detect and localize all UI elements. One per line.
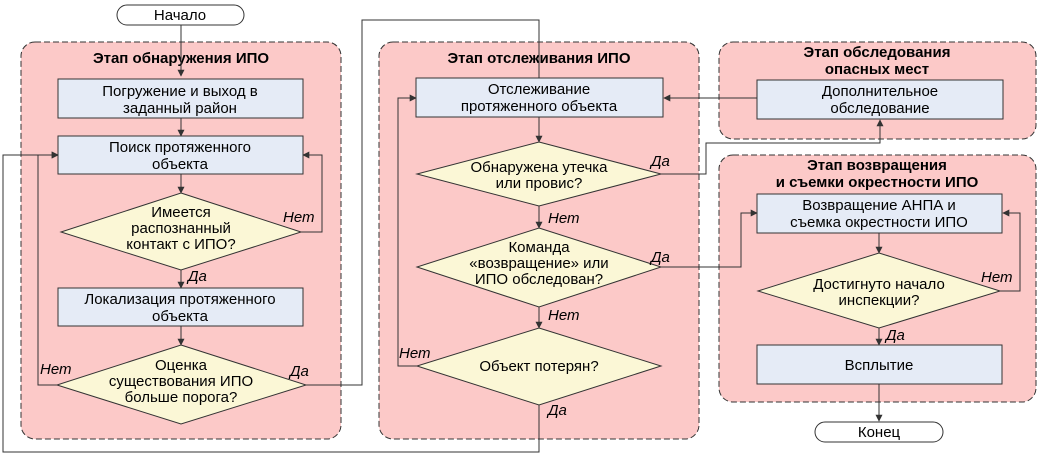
process-track-line2: протяженного объекта	[461, 98, 618, 115]
connector-lost-yes	[2, 151, 540, 453]
process-return-film-line2: съемка окрестности ИПО	[790, 214, 968, 231]
process-localize-line1: Локализация протяженного	[84, 291, 275, 308]
label-lost-no: Нет	[399, 345, 431, 362]
process-extra	[756, 79, 1004, 120]
process-dive-line1: Погружение и выход в	[102, 83, 258, 100]
label-leak-no: Нет	[548, 210, 580, 227]
decision-leak	[415, 141, 663, 207]
process-localize	[57, 287, 304, 327]
decision-estimate-line1: Оценка	[155, 357, 208, 374]
label-command-no: Нет	[548, 307, 580, 324]
label-reached-yes: Да	[884, 327, 905, 344]
label-lost-yes: Да	[546, 402, 567, 419]
decision-command	[415, 227, 663, 308]
decision-contact-line3: контакт с ИПО?	[126, 236, 235, 253]
label-leak-yes: Да	[649, 153, 670, 170]
process-localize-line2: объекта	[152, 308, 209, 325]
process-extra-line2: обследование	[830, 100, 929, 117]
decision-lost-line1: Объект потерян?	[479, 358, 598, 375]
decision-command-line1: Команда	[508, 239, 570, 256]
process-surface	[756, 344, 1003, 385]
label-estimate-no: Нет	[40, 361, 72, 378]
decision-reached-line1: Достигнуто начало	[813, 276, 945, 293]
connector-estimate-yes	[306, 19, 540, 386]
process-dive	[57, 78, 304, 119]
decision-lost	[415, 327, 663, 406]
process-dive-line2: заданный район	[123, 100, 237, 117]
connector-lost-no	[397, 94, 417, 367]
decision-estimate	[55, 344, 308, 425]
label-command-yes: Да	[649, 249, 670, 266]
decision-contact-line1: Имеется	[151, 204, 211, 221]
process-search	[57, 135, 304, 175]
process-return-film	[756, 193, 1003, 234]
decision-command-line3: ИПО обследован?	[475, 271, 603, 288]
decision-reached	[756, 252, 1002, 329]
stage-inspection-title-line2: опасных мест	[825, 61, 929, 78]
decision-leak-line1: Обнаружена утечка	[471, 159, 609, 176]
connector-contact-no	[301, 151, 323, 233]
process-return-film-line1: Возвращение АНПА и	[802, 197, 956, 214]
connector-command-yes	[661, 209, 758, 268]
start-terminal	[116, 4, 245, 26]
process-search-line1: Поиск протяженного	[109, 139, 251, 156]
connector-reached-no	[1000, 209, 1021, 292]
decision-estimate-line2: существования ИПО	[109, 373, 253, 390]
label-contact-yes: Да	[186, 268, 207, 285]
decision-command-line2: «возвращение» или	[469, 255, 608, 272]
process-surface-line1: Всплытие	[845, 357, 914, 374]
label-estimate-yes: Да	[288, 363, 309, 380]
start-terminal-label: Начало	[154, 7, 206, 24]
label-reached-no: Нет	[981, 269, 1013, 286]
stage-inspection-title-line1: Этап обследования	[804, 44, 951, 61]
end-terminal	[814, 421, 944, 443]
stage-return-title-line2: и съемки окрестности ИПО	[776, 174, 979, 191]
decision-contact-line2: распознанный	[131, 220, 231, 237]
stage-return-title-line1: Этап возвращения	[807, 157, 947, 174]
process-track-line1: Отслеживание	[488, 81, 590, 98]
connector-leak-yes	[661, 119, 884, 175]
decision-reached-line2: инспекции?	[839, 292, 920, 309]
process-track	[415, 77, 664, 118]
label-contact-no: Нет	[283, 209, 315, 226]
decision-leak-line2: или провис?	[496, 175, 583, 192]
decision-estimate-line3: больше порога?	[125, 389, 238, 406]
decision-contact	[59, 192, 303, 271]
process-extra-line1: Дополнительное	[822, 83, 938, 100]
process-search-line2: объекта	[152, 156, 209, 173]
end-terminal-label: Конец	[858, 424, 901, 441]
